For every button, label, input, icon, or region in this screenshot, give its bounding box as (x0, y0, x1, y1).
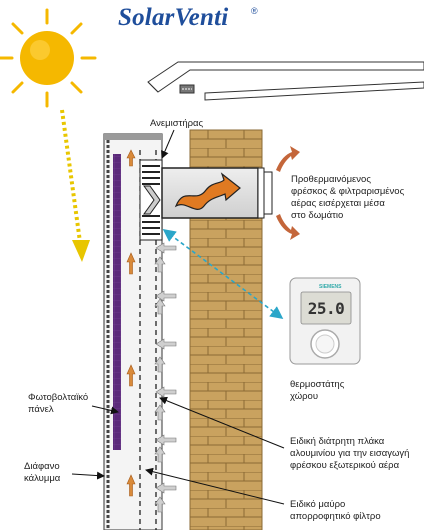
thermostat-display: 25.0 (307, 299, 345, 318)
thermostat-label: θερμοστάτης χώρου (290, 379, 345, 402)
absorber-filter-label: Ειδικό μαύρο απορροφητικό φίλτρο (290, 499, 381, 522)
control-link (162, 229, 284, 319)
room-air-arrows (276, 146, 300, 240)
sun-icon (0, 8, 97, 108)
registered-mark: ® (251, 6, 258, 16)
fan-unit (139, 159, 163, 241)
warm-air-label: Προθερμαινόμενος φρέσκος & φιλτραρισμένο… (291, 174, 405, 221)
cover-label: Διάφανο κάλυμμα (24, 461, 61, 484)
fan-label: Ανεμιστήρας (150, 118, 204, 129)
leader-arrows (71, 129, 285, 505)
pv-panel-label: Φωτοβολταϊκό πάνελ (28, 392, 89, 415)
upward-air-arrows (126, 149, 136, 497)
thermostat-maker: SIEMENS (319, 284, 342, 290)
fresh-air-arrows (154, 242, 177, 513)
perforated-plate-label: Ειδική διάτρητη πλάκα αλουμινίου για την… (290, 436, 410, 471)
pv-panel (113, 154, 121, 450)
room-thermostat (289, 277, 361, 365)
brand-logo: SolarVenti (118, 4, 229, 31)
sunbeam-arrow (60, 109, 90, 262)
roof-illustration (147, 61, 424, 101)
wall-duct (161, 167, 273, 219)
